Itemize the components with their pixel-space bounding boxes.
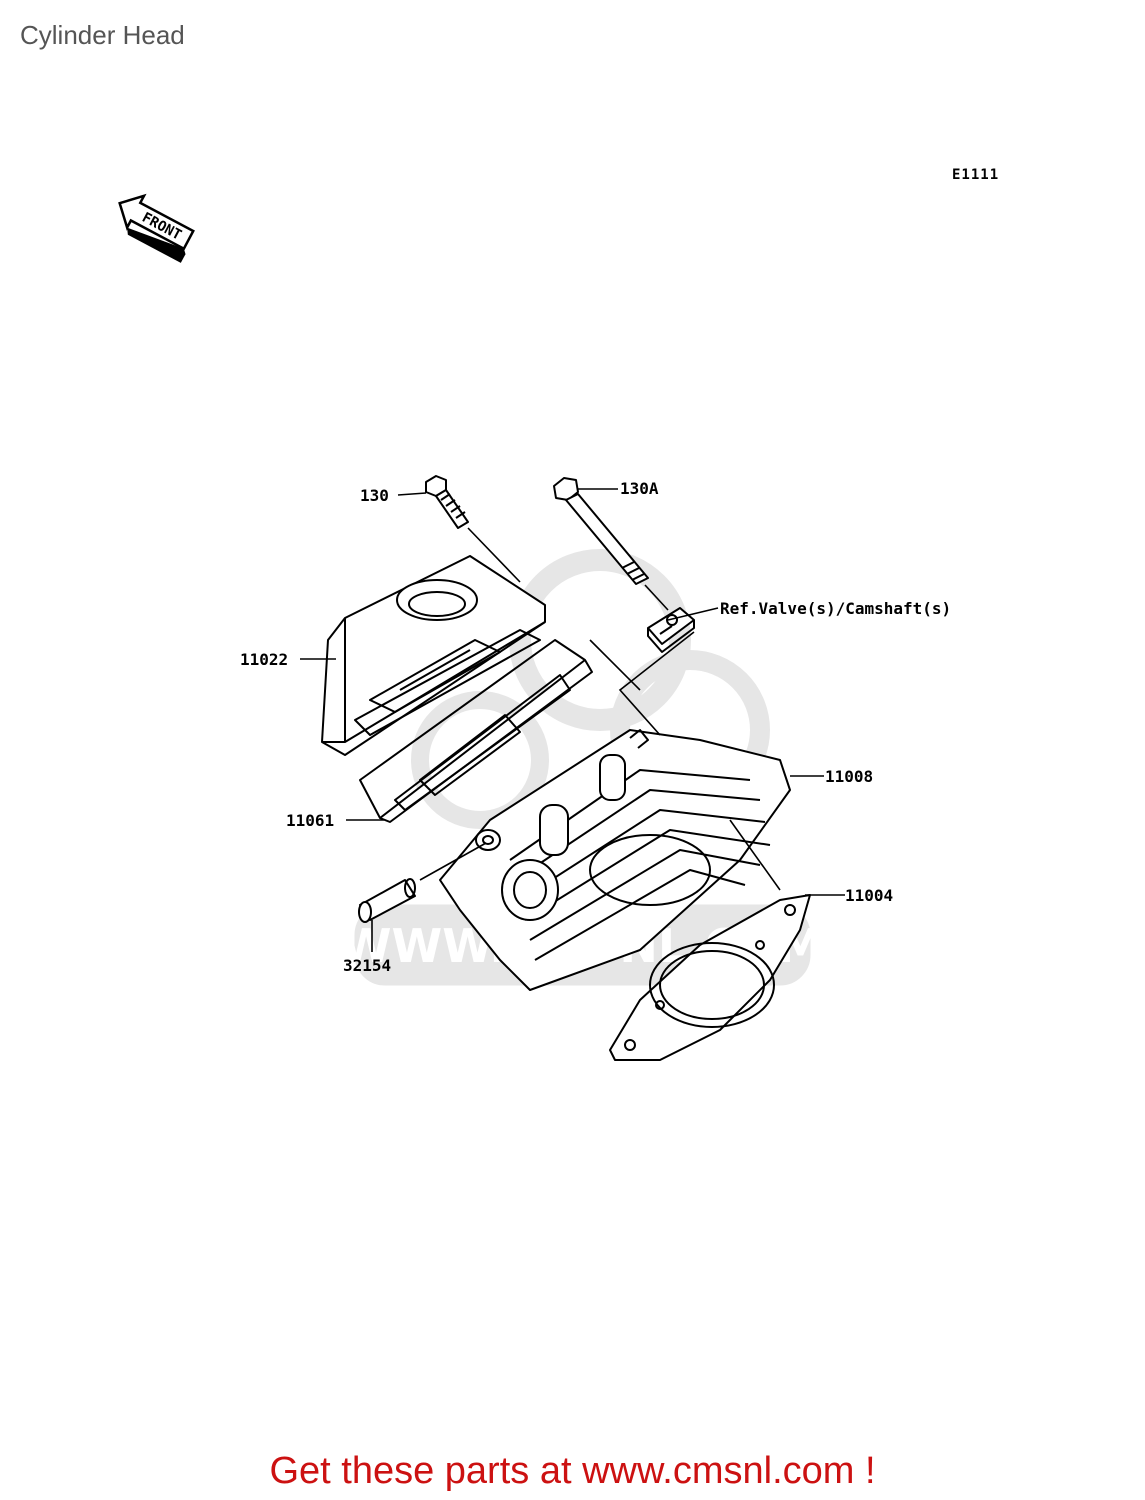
part-label-11061: 11061 (286, 811, 334, 830)
diagram-code: E1111 (952, 167, 1000, 183)
page-title: Cylinder Head (20, 20, 185, 50)
bolt-130a (553, 477, 649, 585)
cover-gasket (359, 639, 593, 823)
pipe (358, 878, 416, 923)
cylinder-head (439, 729, 791, 991)
leader-lines (300, 488, 845, 952)
part-label-32154: 32154 (343, 956, 391, 975)
front-arrow-icon: FRONT (118, 193, 195, 263)
cylinder-head-cover (321, 555, 546, 756)
part-label-11022: 11022 (240, 650, 288, 669)
bolt-130 (425, 475, 469, 529)
part-label-11004: 11004 (845, 886, 893, 905)
part-label-130a: 130A (620, 479, 659, 498)
part-label-11008: 11008 (825, 767, 873, 786)
footer-link[interactable]: Get these parts at www.cmsnl.com ! (269, 1450, 876, 1492)
part-label-ref: Ref.Valve(s)/Camshaft(s) (720, 599, 951, 618)
part-label-130: 130 (360, 486, 389, 505)
head-gasket (609, 894, 811, 1061)
